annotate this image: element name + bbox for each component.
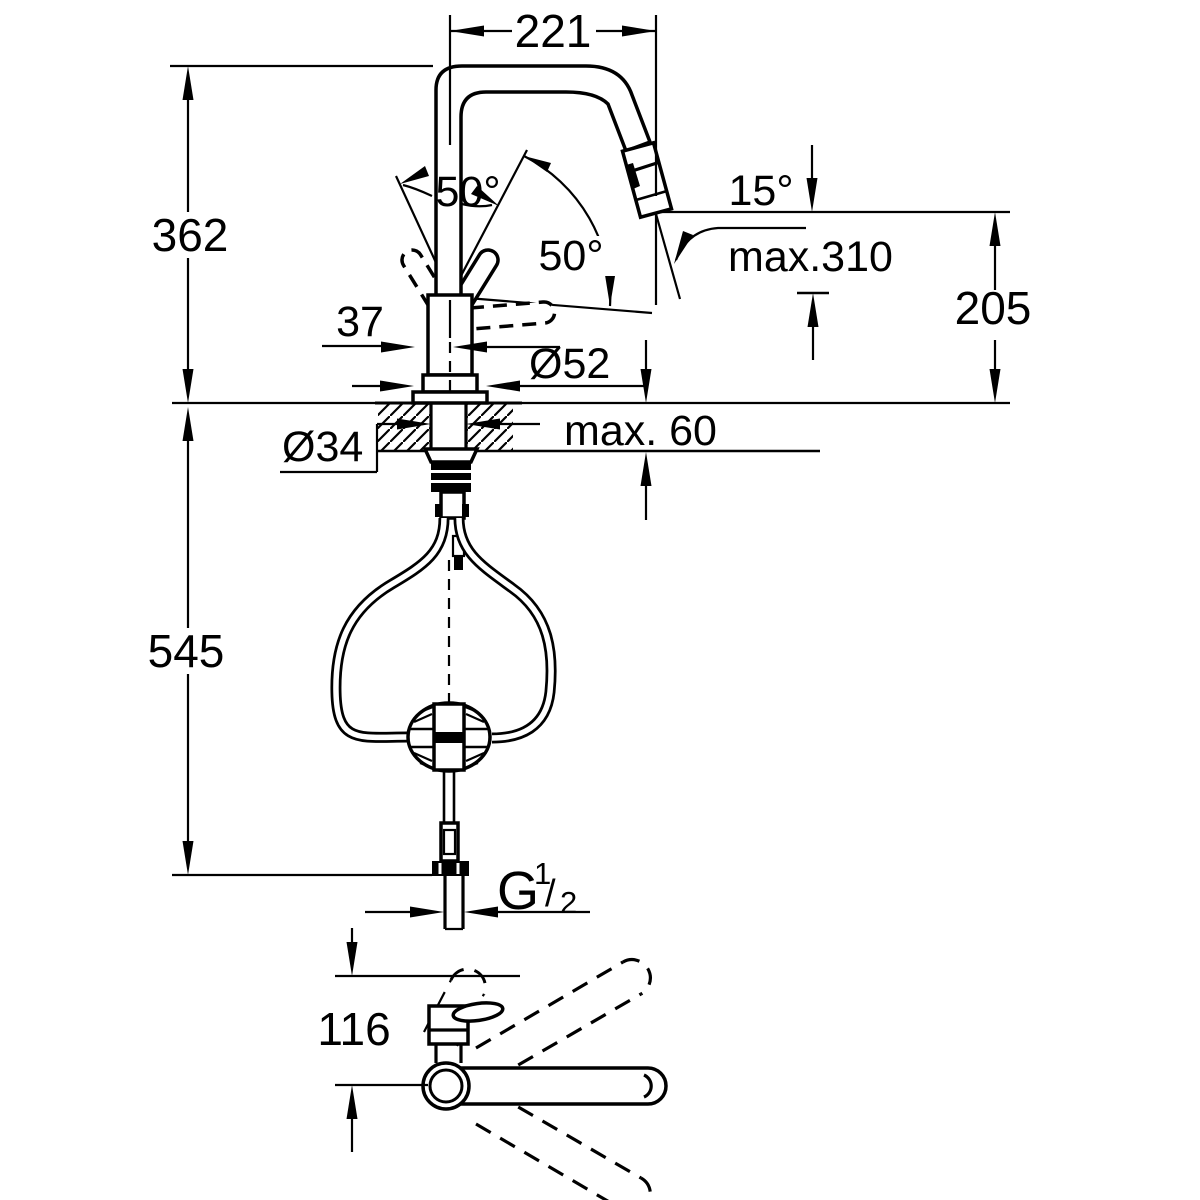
dimension-annotations: 221 362 545 50°: [142, 5, 1031, 1152]
dim-outlet-height: 205: [955, 212, 1032, 403]
dim-swivel-depth: 116: [317, 928, 520, 1152]
lever-dashed-right: [458, 300, 557, 331]
swivel-range-dashed: [475, 958, 652, 1200]
max-60-label: max. 60: [564, 407, 717, 455]
dim-handle-angle-right: 50°: [523, 155, 616, 307]
thread-num-label: 1: [534, 856, 551, 891]
dim-handle-angle-left: 50°: [400, 166, 501, 216]
dim-37-label: 37: [336, 298, 384, 346]
handle-top-view: [423, 967, 505, 1063]
dim-116-label: 116: [317, 1003, 390, 1055]
dim-52-label: Ø52: [529, 340, 610, 388]
top-view: [421, 958, 668, 1200]
dim-spout-reach: 221: [448, 5, 658, 196]
angle-50-left-label: 50°: [435, 168, 500, 216]
dim-hose-length: 545: [142, 407, 432, 877]
angle-15-label: 15°: [728, 167, 793, 215]
body-inner-ring: [428, 1068, 464, 1104]
dim-base-diameter: Ø52: [352, 340, 648, 392]
pullout-hose-loop: [330, 517, 557, 744]
dim-221-label: 221: [515, 5, 592, 57]
dim-spout-height: 362: [146, 64, 433, 403]
thread-g-label: G: [497, 861, 539, 921]
dim-head-angle: 15° max.310: [654, 145, 1010, 360]
side-view: [330, 64, 820, 931]
dim-deck-thickness: max. 60: [564, 340, 717, 520]
dim-thread: G 1 / 2: [365, 856, 590, 921]
thread-slash-label: /: [545, 873, 556, 915]
supply-connector: [432, 771, 469, 931]
hose-weight: [406, 701, 492, 773]
dim-545-label: 545: [148, 625, 225, 677]
mounting-shank: [422, 403, 480, 570]
dim-362-label: 362: [152, 209, 229, 261]
spout-top-view: [444, 1066, 668, 1106]
dim-205-label: 205: [955, 282, 1032, 334]
spout-nozzle-line: [643, 1073, 653, 1099]
max-310-label: max.310: [728, 233, 893, 281]
faucet-body: [411, 293, 489, 405]
dim-hole-diameter: Ø34: [280, 418, 540, 474]
mounting-nut: [431, 462, 471, 492]
spray-head: [620, 140, 674, 220]
dim-34-label: Ø34: [282, 423, 363, 471]
dim-body-width: 37: [322, 298, 560, 353]
angle-50-right-label: 50°: [538, 232, 603, 280]
thread-den-label: 2: [560, 885, 577, 920]
